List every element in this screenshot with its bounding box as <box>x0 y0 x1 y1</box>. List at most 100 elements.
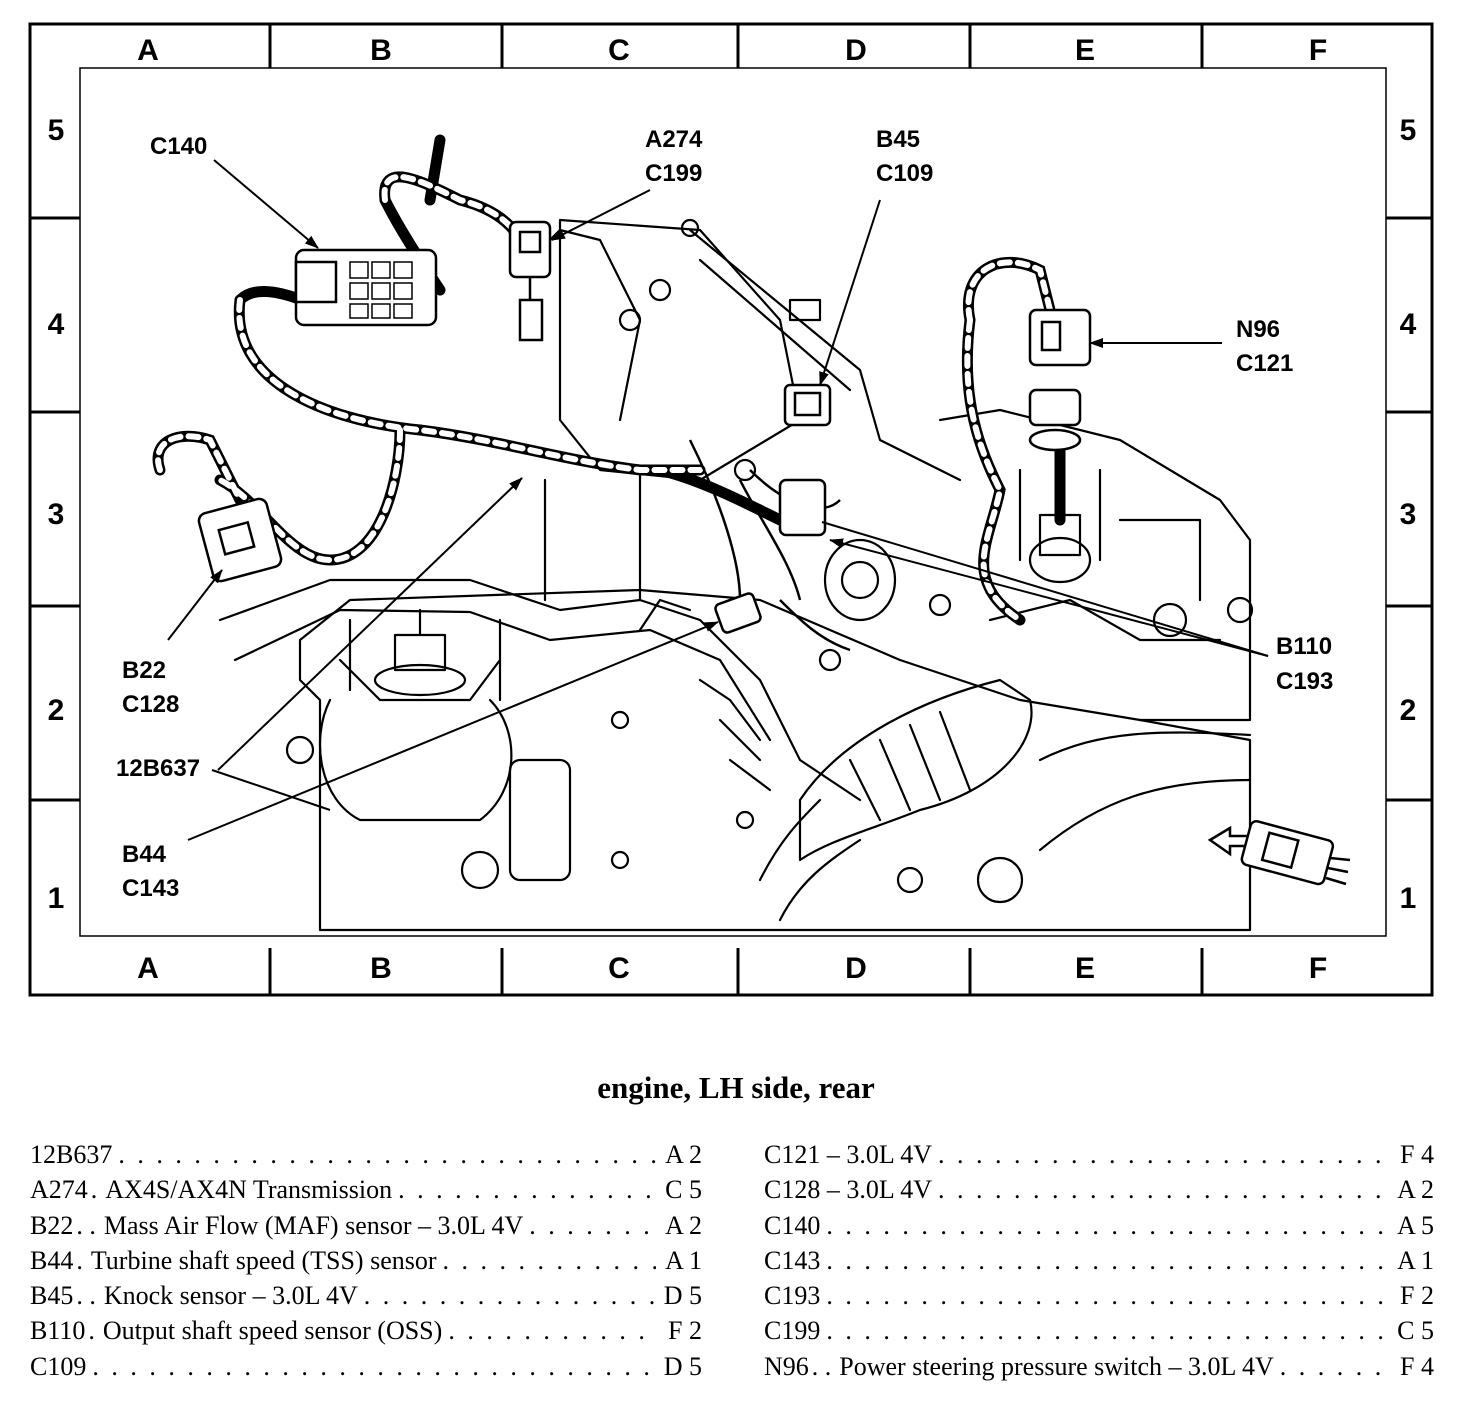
col-label-e-top: E <box>1075 34 1095 67</box>
legend-code: C143 <box>764 1245 821 1275</box>
legend-desc: Power steering pressure switch – 3.0L 4V <box>839 1351 1274 1381</box>
legend-row: 12B637 A 2 <box>30 1137 702 1172</box>
callout-a274: A274 <box>645 126 703 153</box>
legend-sep: . . <box>76 1210 96 1240</box>
legend-code: C128 – 3.0L 4V <box>764 1175 933 1205</box>
legend-leader <box>932 1137 1388 1172</box>
row-label-5-right: 5 <box>1400 114 1417 147</box>
connector-c193 <box>714 592 762 634</box>
callout-c143: C143 <box>122 875 179 902</box>
legend-location: A 2 <box>1397 1175 1434 1205</box>
legend-location: A 2 <box>665 1140 702 1169</box>
legend-location: F 4 <box>1400 1351 1434 1381</box>
legend-code: B110 <box>30 1316 86 1346</box>
legend-sep: . . <box>76 1281 96 1311</box>
legend-leader <box>437 1243 656 1278</box>
legend-leader <box>523 1208 656 1243</box>
callout-c121: C121 <box>1236 350 1293 377</box>
legend-location: F 4 <box>1400 1140 1434 1169</box>
connector-c143 <box>778 478 827 537</box>
callout-b22: B22 <box>122 657 166 684</box>
callout-c193: C193 <box>1276 668 1333 695</box>
leader-lines <box>167 159 1269 841</box>
legend-code: C199 <box>764 1316 821 1346</box>
row-ticks <box>30 216 1432 802</box>
legend-row: C143A 1 <box>764 1243 1434 1278</box>
legend-row: C199C 5 <box>764 1313 1434 1348</box>
row-label-4-left: 4 <box>48 308 65 341</box>
connector-c199 <box>508 220 552 342</box>
legend-leader <box>442 1313 656 1348</box>
connector-c128 <box>197 497 283 583</box>
legend-row: C193F 2 <box>764 1278 1434 1313</box>
diagram-frame <box>28 22 1434 997</box>
legend-code: B44 <box>30 1245 74 1275</box>
diagram-caption: engine, LH side, rear <box>597 1070 875 1105</box>
row-label-2-right: 2 <box>1400 694 1417 727</box>
legend-left: 12B637A 2 A274.AX4S/AX4N TransmissionC 5… <box>30 1137 702 1384</box>
legend-location: A 1 <box>665 1245 702 1275</box>
row-label-2-left: 2 <box>48 694 65 727</box>
legend-location: F 2 <box>668 1316 702 1346</box>
legend-location: A 2 <box>665 1210 702 1240</box>
legend-code: B22 <box>30 1210 74 1240</box>
row-label-3-left: 3 <box>48 498 65 531</box>
legend-sep: . <box>76 1245 83 1275</box>
legend-leader <box>86 1349 656 1384</box>
legend-right: C121 – 3.0L 4VF 4 C128 – 3.0L 4V A 2 C140… <box>764 1137 1434 1384</box>
col-label-c-top: C <box>608 34 630 67</box>
col-label-f-top: F <box>1309 34 1327 67</box>
row-label-5-left: 5 <box>48 114 65 147</box>
legend-location: C 5 <box>665 1175 702 1205</box>
legend-desc: AX4S/AX4N Transmission <box>105 1175 393 1205</box>
engine-illustration <box>218 218 1254 932</box>
legend-leader <box>358 1278 656 1313</box>
legend-leader <box>820 1243 1388 1278</box>
legend-row: A274.AX4S/AX4N TransmissionC 5 <box>30 1172 702 1207</box>
column-ticks <box>268 24 1204 995</box>
legend-leader <box>392 1172 656 1207</box>
legend-code: C140 <box>764 1210 821 1240</box>
legend-code: N96 <box>764 1351 809 1381</box>
row-label-1-left: 1 <box>48 882 65 915</box>
connector-c109 <box>783 383 832 427</box>
legend-location: A 5 <box>1397 1210 1434 1240</box>
callout-12b637: 12B637 <box>116 755 200 782</box>
legend-location: F 2 <box>1400 1281 1434 1311</box>
callout-n96: N96 <box>1236 316 1280 343</box>
legend-leader <box>820 1313 1388 1348</box>
legend-sep: . . <box>811 1351 832 1381</box>
engine-diagram: A B C D E F A B C D E F 5 4 3 2 1 5 4 3 … <box>28 22 1434 997</box>
col-label-d-top: D <box>845 34 867 67</box>
legend-row: C121 – 3.0L 4VF 4 <box>764 1137 1434 1172</box>
legend-row: C109D 5 <box>30 1349 702 1384</box>
legend-location: D 5 <box>663 1351 702 1381</box>
connector-c140 <box>294 248 438 327</box>
callout-b44: B44 <box>122 841 167 868</box>
callout-c199: C199 <box>645 160 702 187</box>
legend-desc: Knock sensor – 3.0L 4V <box>103 1281 358 1311</box>
callout-c140: C140 <box>150 133 207 160</box>
legend-code: B45 <box>30 1281 74 1311</box>
view-direction-icon <box>1207 819 1351 886</box>
row-label-4-right: 4 <box>1400 308 1417 341</box>
col-label-b-bottom: B <box>370 952 392 985</box>
drawing-area <box>79 67 1387 937</box>
legend-desc: Turbine shaft speed (TSS) sensor <box>90 1245 437 1275</box>
callout-b45: B45 <box>876 126 920 153</box>
row-label-1-right: 1 <box>1400 882 1417 915</box>
legend-code: 12B637 <box>30 1140 113 1169</box>
legend-desc: Output shaft speed sensor (OSS) <box>102 1316 443 1346</box>
legend-leader <box>932 1172 1388 1207</box>
callout-b110: B110 <box>1276 633 1332 660</box>
legend-leader <box>1274 1349 1388 1384</box>
legend-sep: . <box>88 1316 95 1346</box>
legend-leader <box>820 1278 1388 1313</box>
legend-row: C140 A 5 <box>764 1208 1434 1243</box>
connector-c121 <box>1028 308 1092 452</box>
col-label-c-bottom: C <box>608 952 630 985</box>
legend-leader <box>112 1137 656 1172</box>
col-label-a-top: A <box>137 34 159 67</box>
col-label-a-bottom: A <box>137 952 159 985</box>
row-label-3-right: 3 <box>1400 498 1417 531</box>
